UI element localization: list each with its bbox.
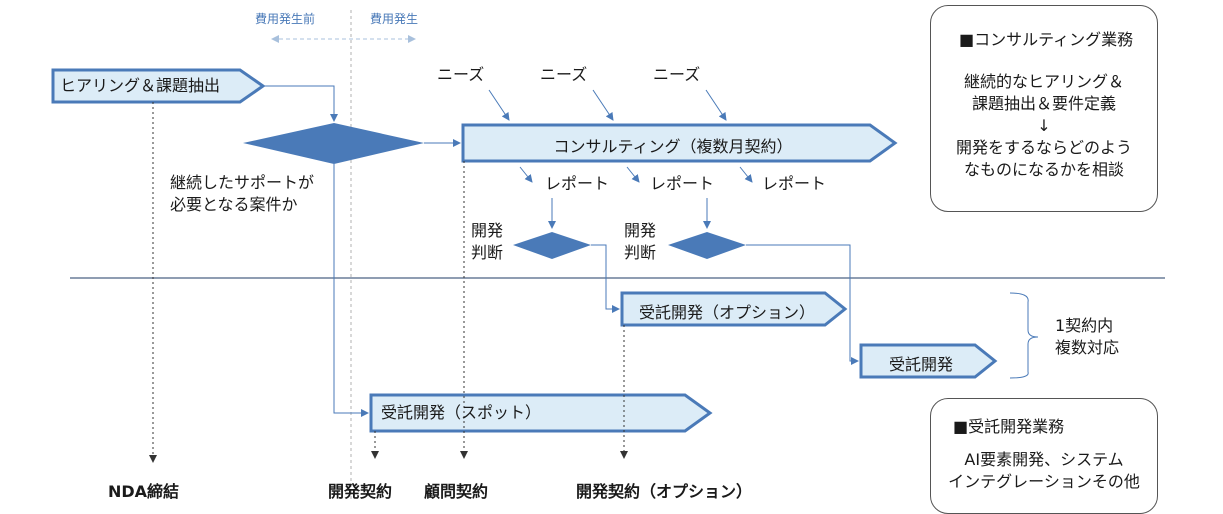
dev-box-title: ■受託開発業務 xyxy=(953,417,1065,436)
needs-label-3: ニーズ xyxy=(653,65,701,84)
contract-dev-label: 受託開発 xyxy=(888,355,953,374)
consulting-box-title: ■コンサルティング業務 xyxy=(959,30,1134,49)
report-arrow-1 xyxy=(519,166,533,183)
milestone-dev-contract: 開発契約 xyxy=(328,482,393,501)
consulting-box-body: 継続的なヒアリング＆ 課題抽出＆要件定義 ↓ 開発をするならどのよう なものにな… xyxy=(955,72,1132,179)
connector-judgement-option xyxy=(591,244,620,313)
hearing-label: ヒアリング＆課題抽出 xyxy=(60,76,221,95)
option-arrow-shape xyxy=(620,291,848,327)
dev-arrow-shape xyxy=(859,343,998,379)
connector-judgement-dev xyxy=(746,244,859,365)
consulting-label: コンサルティング（複数月契約） xyxy=(553,137,793,156)
judgement-label-1: 開発 判断 xyxy=(471,221,504,262)
report-label-1: レポート xyxy=(545,174,610,193)
contract-spot-label: 受託開発（スポット） xyxy=(381,403,542,422)
contract-option-label: 受託開発（オプション） xyxy=(638,303,815,322)
decision-diamond xyxy=(243,123,424,164)
report-label-2: レポート xyxy=(650,174,715,193)
spot-arrow-shape xyxy=(369,393,713,433)
phase-before-label: 費用発生前 xyxy=(255,12,316,26)
dev-box-body: AI要素開発、システム インテグレーションその他 xyxy=(948,450,1140,491)
needs-arrow-1 xyxy=(488,89,510,121)
hearing-arrow-shape xyxy=(51,68,266,104)
milestone-advisory-contract: 顧問契約 xyxy=(424,482,489,501)
judgement-diamond-1 xyxy=(513,232,591,259)
milestone-dev-contract-option: 開発契約（オプション） xyxy=(576,482,753,501)
connector-decision-spot xyxy=(333,164,369,417)
milestone-nda: NDA締結 xyxy=(108,482,180,501)
brace xyxy=(1009,292,1039,379)
report-arrow-2 xyxy=(626,166,640,183)
decision-label: 継続したサポートが 必要となる案件か xyxy=(170,173,315,214)
consulting-arrow-shape xyxy=(461,123,898,163)
consulting-info-box: ■コンサルティング業務 継続的なヒアリング＆ 課題抽出＆要件定義 ↓ 開発をする… xyxy=(930,5,1158,212)
needs-label-1: ニーズ xyxy=(437,65,485,84)
needs-arrow-3 xyxy=(705,89,727,121)
connector-hearing-decision xyxy=(263,85,338,122)
brace-note: 1契約内 複数対応 xyxy=(1055,316,1120,357)
report-arrow-3 xyxy=(739,166,753,183)
report-label-3: レポート xyxy=(762,174,827,193)
needs-label-2: ニーズ xyxy=(540,65,588,84)
judgement-label-2: 開発 判断 xyxy=(624,221,657,262)
needs-arrow-2 xyxy=(592,89,614,121)
phase-after-label: 費用発生 xyxy=(370,12,419,26)
dev-info-box: ■受託開発業務 AI要素開発、システム インテグレーションその他 xyxy=(930,398,1158,514)
judgement-diamond-2 xyxy=(668,232,746,259)
